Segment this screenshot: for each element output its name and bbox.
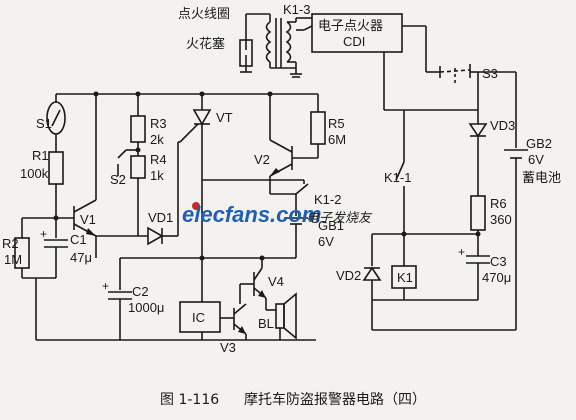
r6-label: R6 [490, 196, 507, 211]
capacitor-c1: + [40, 227, 68, 248]
cdi-igniter: 电子点火器 CDI [311, 13, 403, 53]
v4-label: V4 [268, 274, 284, 289]
battery-gb2 [504, 149, 528, 159]
resistor-r4 [130, 155, 146, 179]
vd3-label: VD3 [490, 118, 515, 133]
switch-s2 [117, 149, 138, 176]
k1-2-contact [295, 180, 309, 195]
c2-label: C2 [132, 284, 149, 299]
r4-value: 1k [150, 168, 164, 183]
watermark-brand-cn: 电子发烧友 [306, 211, 373, 226]
c3-value: 470μ [482, 270, 511, 285]
svg-text:+: + [102, 279, 109, 293]
speaker-bl [275, 292, 297, 340]
r4-label: R4 [150, 152, 167, 167]
ignition-coil-label: 点火线圈 [178, 7, 230, 22]
transistor-v1 [56, 199, 97, 237]
gb2-voltage: 6V [528, 152, 544, 167]
r5-label: R5 [328, 116, 345, 131]
k1-label: K1 [397, 270, 413, 285]
resistor-r3 [130, 115, 146, 143]
diode-vd3 [468, 123, 488, 138]
c2-value: 1000μ [128, 300, 164, 315]
vd2-label: VD2 [336, 268, 361, 283]
gb2-name: 蓄电池 [522, 171, 561, 186]
vt-label: VT [216, 110, 233, 125]
resistor-r5 [310, 111, 326, 145]
gb1-label: GB1 [318, 218, 344, 233]
vd1-label: VD1 [148, 210, 173, 225]
ignition-coil [245, 13, 312, 78]
k1-1-contact [395, 161, 405, 234]
s1-label: S1 [36, 116, 52, 131]
spark-plug [239, 39, 253, 73]
resistor-r6 [470, 195, 486, 231]
v2-label: V2 [254, 152, 270, 167]
watermark-brand: elecfans.com [182, 202, 321, 227]
resistor-r1 [48, 151, 64, 185]
r2-value: 1M [4, 252, 22, 267]
r2-label: R2 [2, 236, 19, 251]
diode-vd2 [362, 266, 382, 281]
gb1-voltage: 6V [318, 234, 334, 249]
c1-value: 47μ [70, 250, 92, 265]
r5-value: 6M [328, 132, 346, 147]
r3-label: R3 [150, 116, 167, 131]
v3-label: V3 [220, 340, 236, 355]
ic-label: IC [192, 310, 205, 325]
transistor-v4 [253, 258, 267, 299]
thyristor-vt [178, 109, 212, 143]
watermark: elecfans.com 电子发烧友 [182, 202, 373, 227]
r6-value: 360 [490, 212, 512, 227]
ic-chip [179, 301, 221, 333]
bl-label: BL [258, 316, 274, 331]
cdi-label-cn: 电子点火器 [318, 19, 383, 34]
transistor-v3 [233, 303, 247, 335]
s2-label: S2 [110, 172, 126, 187]
k1-1-label: K1-1 [384, 170, 411, 185]
spark-plug-label: 火花塞 [186, 36, 225, 52]
c3-label: C3 [490, 254, 507, 269]
svg-text:+: + [458, 245, 465, 259]
k1-3-label: K1-3 [283, 2, 310, 17]
cdi-label: CDI [343, 34, 365, 49]
capacitor-c3: + [458, 245, 490, 264]
diode-vd1 [147, 226, 164, 246]
r1-value: 100k [20, 166, 49, 181]
capacitor-c2: + [102, 279, 132, 300]
k1-2-label: K1-2 [314, 192, 341, 207]
transistor-v2 [269, 139, 293, 177]
svg-text:+: + [40, 227, 47, 241]
r1-label: R1 [32, 148, 49, 163]
switch-s3 [426, 64, 478, 84]
r3-value: 2k [150, 132, 164, 147]
figure-title: 摩托车防盗报警器电路（四） [244, 391, 426, 408]
figure-number: 图 1-116 [160, 392, 219, 408]
v1-label: V1 [80, 212, 96, 227]
s3-label: S3 [482, 66, 498, 81]
c1-label: C1 [70, 232, 87, 247]
gb2-label: GB2 [526, 136, 552, 151]
